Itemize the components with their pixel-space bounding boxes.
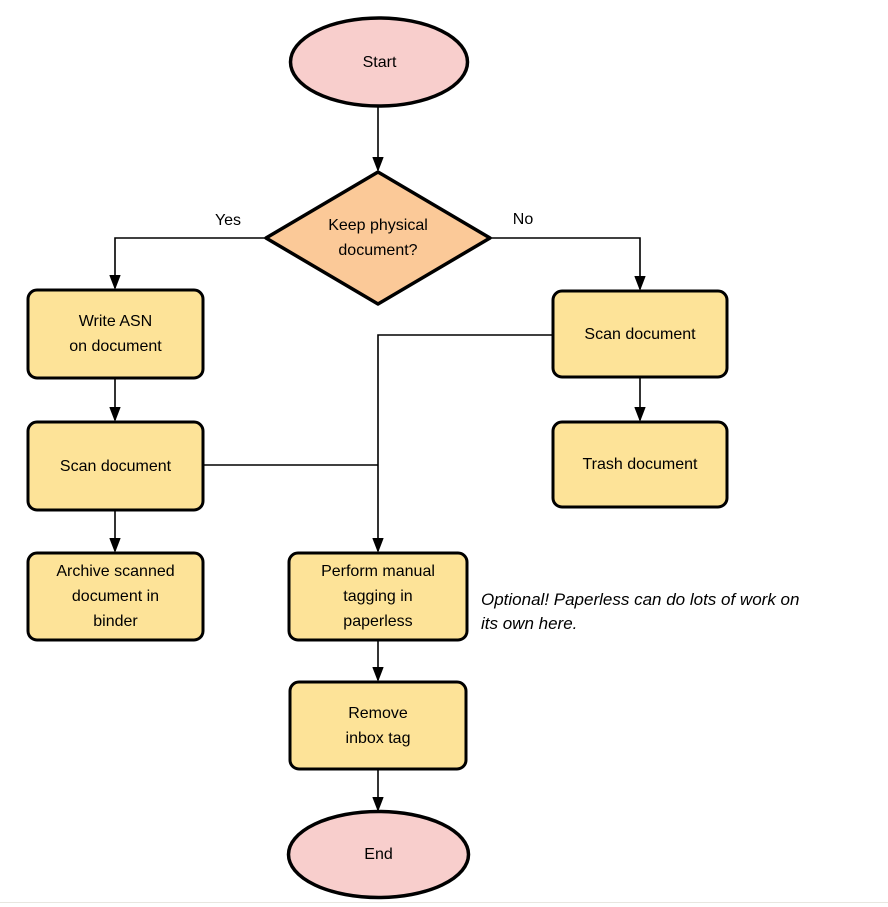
archive-node (26, 551, 205, 642)
start-node (288, 16, 470, 108)
decision-node (264, 170, 492, 306)
trash-document-node (551, 420, 729, 509)
scan-document-right-node (551, 289, 729, 379)
manual-tagging-node (287, 551, 469, 642)
edge-scan-right-to-tagging (378, 334, 553, 551)
optional-note: Optional! Paperless can do lots of work … (481, 590, 800, 633)
bottom-divider (0, 902, 888, 903)
edge-decision-yes-to-write-asn (115, 237, 266, 288)
scan-document-left-node (26, 420, 205, 512)
write-asn-node (26, 288, 205, 380)
end-node (286, 809, 471, 900)
edge-decision-no-to-scan-right (490, 237, 640, 289)
remove-inbox-tag-node (288, 680, 468, 771)
